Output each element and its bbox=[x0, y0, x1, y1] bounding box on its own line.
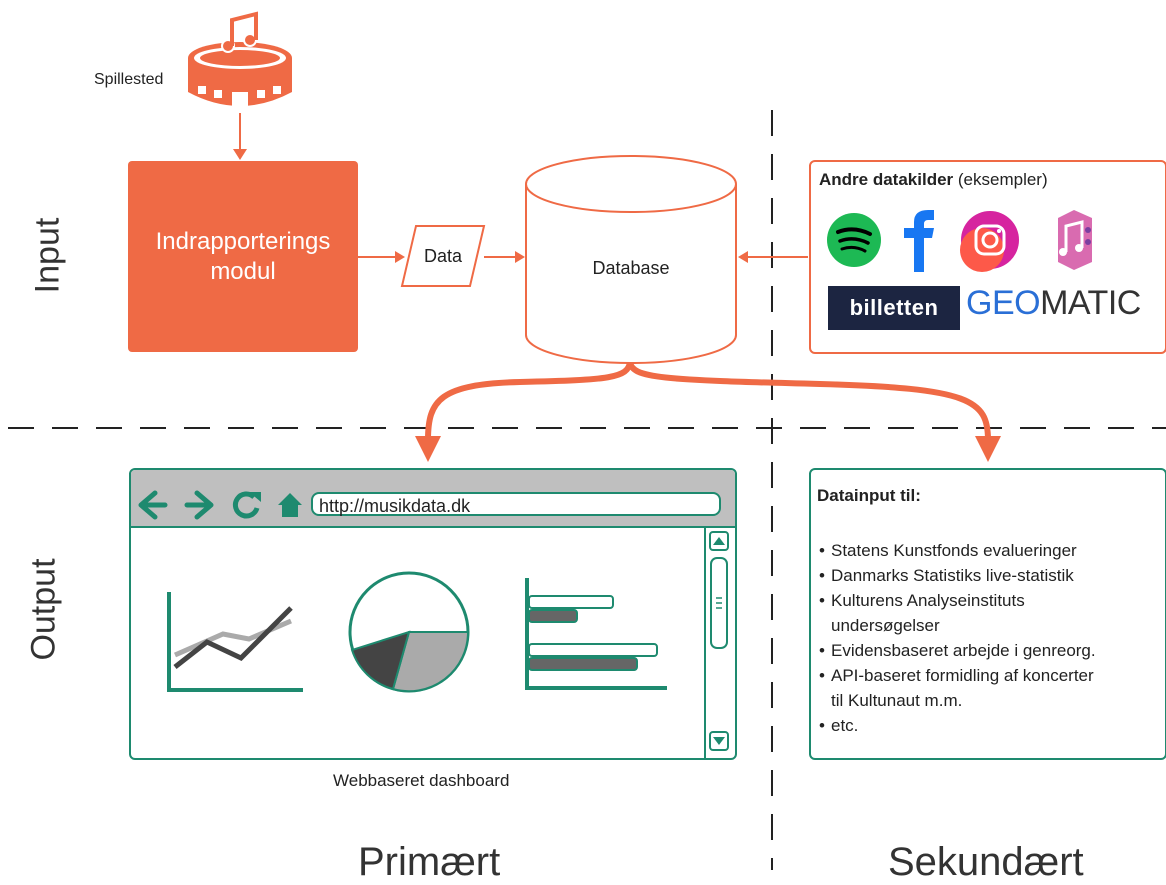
list-item: Evidensbaseret arbejde i genreorg. bbox=[817, 638, 1163, 663]
list-item-continued: undersøgelser bbox=[831, 616, 940, 635]
module-line-2: modul bbox=[210, 257, 276, 285]
facebook-icon bbox=[904, 210, 934, 272]
pie-chart-icon bbox=[348, 571, 470, 693]
geomatic-rest: MATIC bbox=[1040, 284, 1141, 322]
data-label: Data bbox=[423, 245, 463, 266]
module-line-1: Indrapporterings bbox=[155, 227, 331, 255]
back-icon[interactable] bbox=[138, 490, 168, 520]
instagram-icon bbox=[960, 211, 1019, 272]
list-item: API-baseret formidling af koncerter bbox=[817, 663, 1163, 688]
address-bar[interactable]: http://musikdata.dk bbox=[311, 492, 721, 516]
database-label: Database bbox=[592, 258, 670, 278]
geomatic-accent: GEO bbox=[966, 284, 1041, 322]
output-axis-label: Output bbox=[24, 558, 63, 661]
browser-toolbar: http://musikdata.dk bbox=[131, 470, 735, 528]
music-ai-icon bbox=[1058, 210, 1092, 270]
home-icon[interactable] bbox=[278, 493, 302, 517]
sources-title: Andre datakilder (eksempler) bbox=[819, 170, 1048, 190]
list-item-continued: til Kultunaut m.m. bbox=[831, 691, 963, 710]
list-item: Kulturens Analyseinstituts bbox=[817, 588, 1163, 613]
source-logos bbox=[827, 210, 1092, 272]
music-venue-icon bbox=[188, 11, 292, 106]
refresh-icon[interactable] bbox=[232, 491, 261, 519]
line-chart-icon bbox=[167, 592, 303, 692]
db-dashboard-arrow bbox=[425, 361, 633, 441]
data-shape bbox=[400, 225, 486, 287]
spotify-icon bbox=[827, 213, 881, 267]
output-title: Datainput til: bbox=[817, 486, 921, 505]
nav-icons bbox=[138, 490, 302, 520]
forward-icon[interactable] bbox=[184, 490, 214, 520]
dashboard-caption: Webbaseret dashboard bbox=[333, 771, 510, 790]
sources-title-bold: Andre datakilder bbox=[819, 170, 954, 189]
sources-title-rest: (eksempler) bbox=[953, 170, 1048, 189]
primary-axis-label: Primært bbox=[358, 840, 501, 884]
output-list: Statens Kunstfonds evalueringer Danmarks… bbox=[817, 538, 1163, 738]
reporting-module: Indrapporterings modul bbox=[128, 161, 358, 352]
list-item: Statens Kunstfonds evalueringer bbox=[817, 538, 1163, 563]
database-cylinder bbox=[525, 155, 737, 364]
billetten-logo: billetten bbox=[828, 286, 960, 330]
data-input-box: Datainput til: Statens Kunstfonds evalue… bbox=[809, 468, 1166, 760]
list-item: etc. bbox=[817, 713, 1163, 738]
secondary-axis-label: Sekundært bbox=[888, 840, 1084, 884]
dashboard-browser: http://musikdata.dk bbox=[129, 468, 737, 760]
venue-label: Spillested bbox=[94, 71, 164, 88]
scrollbar[interactable] bbox=[704, 528, 729, 758]
list-item: Danmarks Statistiks live-statistik bbox=[817, 563, 1163, 588]
bar-chart-icon bbox=[525, 578, 667, 690]
geomatic-logo: GEOMATIC bbox=[966, 284, 1141, 323]
input-axis-label: Input bbox=[28, 217, 67, 294]
dashboard-charts bbox=[167, 528, 729, 758]
db-output-arrow bbox=[627, 361, 991, 441]
